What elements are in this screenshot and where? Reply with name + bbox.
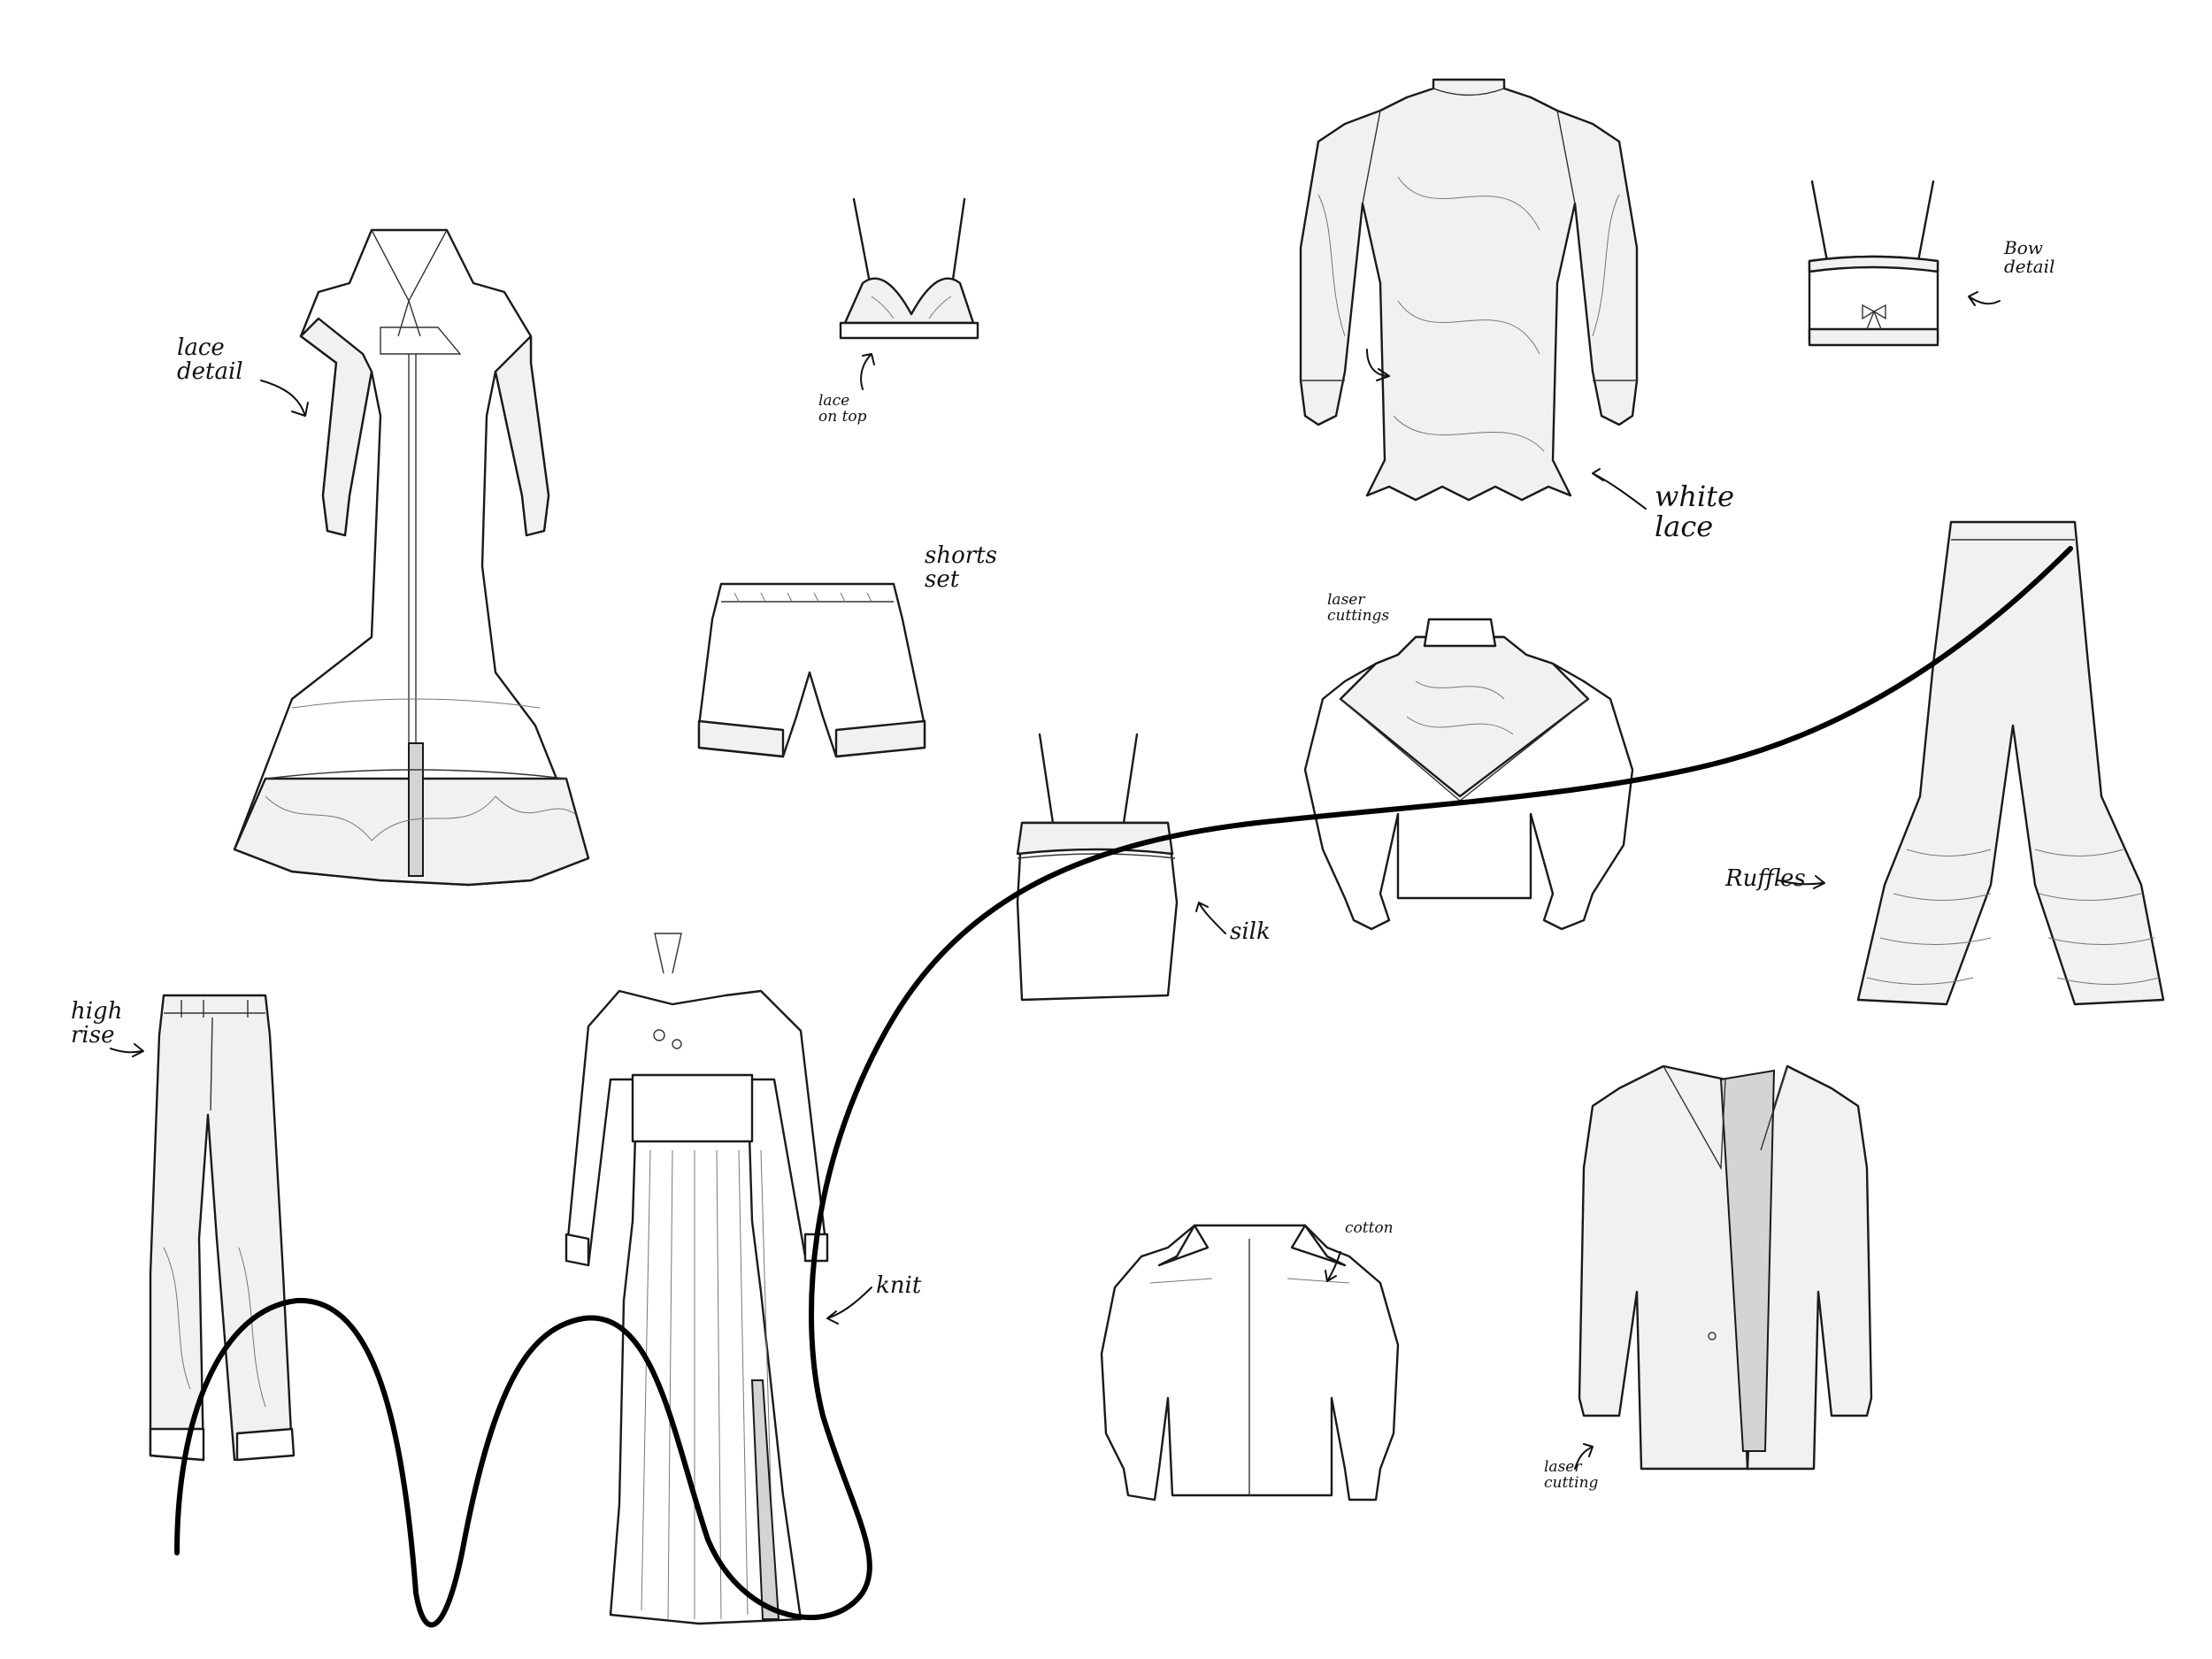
annotation-ruffles: Ruffles (1725, 865, 1806, 892)
annotation-laser-cutting: laser cutting (1544, 1458, 1599, 1492)
high-rise-trousers (149, 994, 296, 1462)
laser-cut-blazer (1578, 1064, 1873, 1471)
knit-halter-maxi-dress (565, 933, 829, 1625)
decorative-swoosh-line (174, 546, 2073, 1628)
annotation-shorts-set: shorts set (925, 542, 997, 594)
annotation-laser-cuttings: laser cuttings (1327, 591, 1390, 625)
silk-camisole (1016, 733, 1179, 1002)
annotation-arrows (110, 291, 2001, 1470)
annotation-bow-detail: Bow detail (2004, 237, 2055, 277)
lace-maxi-dress (233, 228, 590, 887)
laser-cut-blouse (1303, 618, 1634, 931)
annotation-silk: silk (1230, 918, 1271, 945)
bow-bandeau-top (1808, 180, 1939, 347)
annotation-lace-on-top: lace on top (818, 392, 867, 426)
lace-trim-shorts (697, 582, 926, 758)
cotton-puff-sleeve-shirt (1100, 1224, 1400, 1502)
annotation-cotton: cotton (1345, 1219, 1394, 1237)
annotation-white-lace: white lace (1655, 480, 1735, 543)
white-lace-mini-dress (1299, 78, 1639, 502)
annotation-lace-detail: lace detail (177, 334, 243, 386)
ruffle-flare-trousers (1856, 520, 2165, 1006)
annotation-high-rise: high rise (71, 998, 123, 1049)
annotation-knit: knit (876, 1272, 922, 1299)
lace-bralette (839, 197, 979, 340)
